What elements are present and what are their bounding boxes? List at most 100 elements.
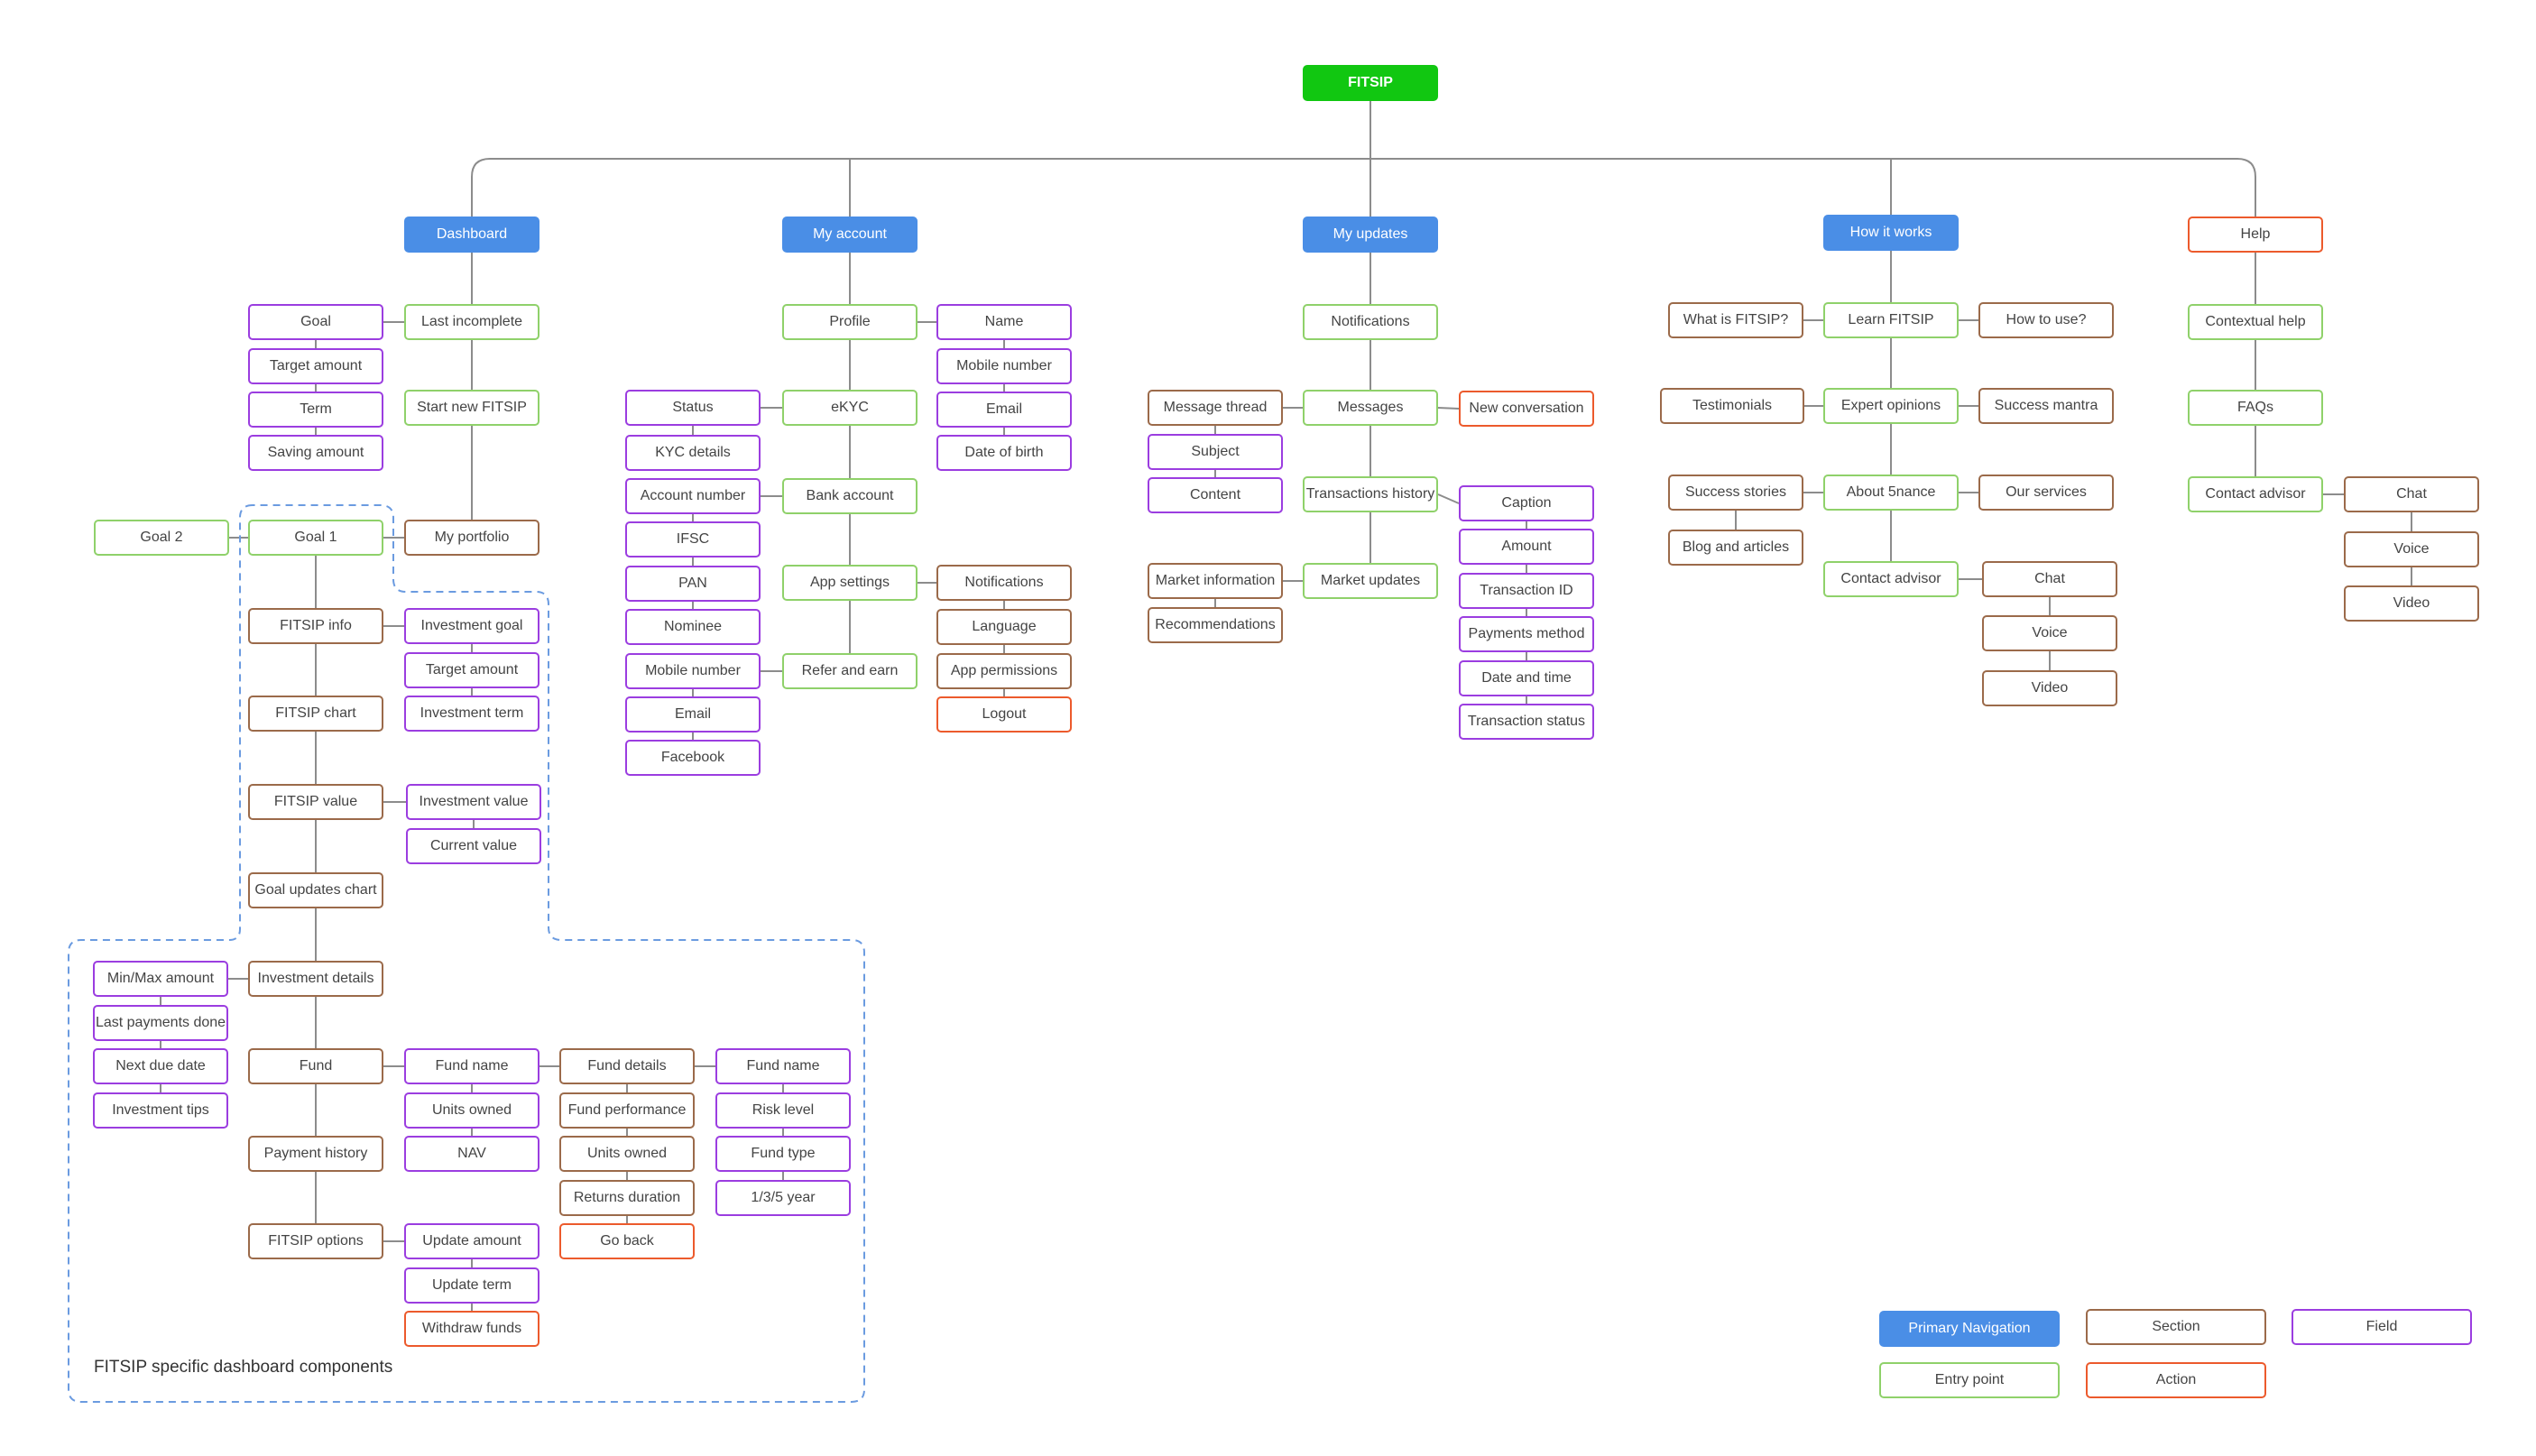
faqs: FAQs [2188,390,2323,426]
legend-entry-point: Entry point [1879,1362,2060,1398]
recommendations: Recommendations [1148,607,1283,643]
nominee: Nominee [625,609,761,645]
fitsip-info: FITSIP info [248,608,383,644]
fund-details: Fund details [559,1048,695,1084]
refer-and-earn: Refer and earn [782,653,918,689]
min-max-amount: Min/Max amount [93,961,228,997]
withdraw-funds: Withdraw funds [404,1311,539,1347]
blog-and-articles: Blog and articles [1668,530,1803,566]
investment-term: Investment term [404,696,539,732]
nav-value: NAV [404,1136,539,1172]
caption: Caption [1459,485,1594,521]
investment-tips: Investment tips [93,1092,228,1129]
kyc-details: KYC details [625,435,761,471]
ekyc: eKYC [782,390,918,426]
app-permissions: App permissions [936,653,1072,689]
mobile-number: Mobile number [936,348,1072,384]
payments-method: Payments method [1459,616,1594,652]
profile: Profile [782,304,918,340]
message-thread: Message thread [1148,390,1283,426]
legend-action: Action [2086,1362,2266,1398]
fund-performance: Fund performance [559,1092,695,1129]
notifications: Notifications [1303,304,1438,340]
returns-duration: Returns duration [559,1180,695,1216]
next-due-date: Next due date [93,1048,228,1084]
amount: Amount [1459,529,1594,565]
last-incomplete: Last incomplete [404,304,539,340]
email: Email [936,392,1072,428]
target-amount: Target amount [248,348,383,384]
start-new-fitsip: Start new FITSIP [404,390,539,426]
subject: Subject [1148,434,1283,470]
legend-field: Field [2292,1309,2472,1345]
fund: Fund [248,1048,383,1084]
current-value: Current value [406,828,541,864]
name: Name [936,304,1072,340]
details-units-owned: Units owned [559,1136,695,1172]
language: Language [936,609,1072,645]
date-and-time: Date and time [1459,660,1594,696]
our-services: Our services [1978,475,2114,511]
nav-my-account: My account [782,217,918,253]
market-updates: Market updates [1303,563,1438,599]
refer-email: Email [625,696,761,733]
market-information: Market information [1148,563,1283,599]
logout: Logout [936,696,1072,733]
ifsc: IFSC [625,521,761,558]
legend-section: Section [2086,1309,2266,1345]
fund-name: Fund name [404,1048,539,1084]
nav-dashboard: Dashboard [404,217,539,253]
testimonials: Testimonials [1660,388,1804,424]
go-back: Go back [559,1223,695,1259]
fund-type: Fund type [715,1136,851,1172]
chat: Chat [1982,561,2117,597]
connector-transactions-history-caption [1437,493,1460,504]
new-conversation: New conversation [1459,391,1594,427]
expert-opinions: Expert opinions [1823,388,1959,424]
messages: Messages [1303,390,1438,426]
goal: Goal [248,304,383,340]
app-settings: App settings [782,565,918,601]
dashboard-components-region [68,504,865,1403]
investment-details: Investment details [248,961,383,997]
risk-level: Risk level [715,1092,851,1129]
term: Term [248,392,383,428]
contextual-help: Contextual help [2188,304,2323,340]
help-voice: Voice [2344,531,2479,567]
status: Status [625,390,761,426]
info-target-amount: Target amount [404,652,539,688]
my-portfolio: My portfolio [404,520,539,556]
transaction-id: Transaction ID [1459,573,1594,609]
details-fund-name: Fund name [715,1048,851,1084]
contact-advisor: Contact advisor [1823,561,1959,597]
success-stories: Success stories [1668,475,1803,511]
help-contact-advisor: Contact advisor [2188,476,2323,512]
connector-messages-new-conversation [1437,407,1460,410]
fitsip-value: FITSIP value [248,784,383,820]
what-is-fitsip: What is FITSIP? [1668,302,1803,338]
content: Content [1148,477,1283,513]
nav-my-updates: My updates [1303,217,1438,253]
connector-nav-bar [471,158,2256,217]
refer-mobile-number: Mobile number [625,653,761,689]
learn-fitsip: Learn FITSIP [1823,302,1959,338]
legend-primary-navigation: Primary Navigation [1879,1311,2060,1347]
nav-help: Help [2188,217,2323,253]
year-returns: 1/3/5 year [715,1180,851,1216]
saving-amount: Saving amount [248,435,383,471]
goal-updates-chart: Goal updates chart [248,872,383,908]
fitsip-options: FITSIP options [248,1223,383,1259]
help-chat: Chat [2344,476,2479,512]
transaction-status: Transaction status [1459,704,1594,740]
investment-value: Investment value [406,784,541,820]
bank-account: Bank account [782,478,918,514]
payment-history: Payment history [248,1136,383,1172]
about-5nance: About 5nance [1823,475,1959,511]
investment-goal: Investment goal [404,608,539,644]
voice: Voice [1982,615,2117,651]
update-amount: Update amount [404,1223,539,1259]
help-video: Video [2344,585,2479,622]
